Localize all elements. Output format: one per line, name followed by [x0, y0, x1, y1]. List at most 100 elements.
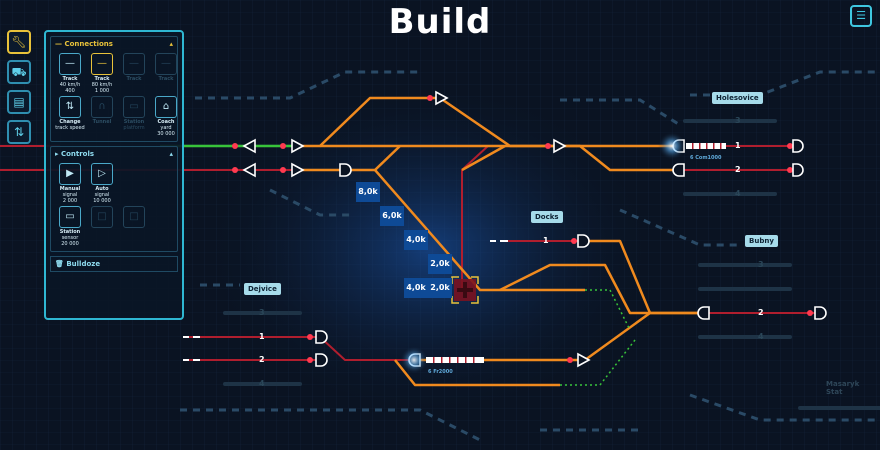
bulldoze-label: Bulldoze — [66, 260, 101, 268]
item-label: Station — [59, 229, 81, 235]
item-label: Track — [126, 76, 142, 82]
empty-slot — [119, 163, 149, 204]
sensor-icon: ▭ — [59, 206, 81, 228]
background-routes — [180, 70, 880, 442]
train-label-lower: 6 Fr2000 — [428, 369, 453, 375]
wrench-icon[interactable]: 🔧︎ — [7, 30, 31, 54]
train-lower[interactable] — [400, 346, 484, 374]
track-80-button[interactable]: — Track 80 km/h 1 000 — [87, 53, 117, 94]
item-price: 400 — [65, 88, 75, 94]
item-sub: sensor — [61, 235, 79, 241]
coach-yard-button[interactable]: ⌂ Coach yard 30 000 — [151, 96, 181, 137]
signal-icon — [577, 352, 591, 368]
locked-icon: □ — [91, 206, 113, 228]
track-number: 4 — [735, 189, 741, 198]
platform-icon: ▭ — [123, 96, 145, 118]
item-sub: 80 km/h — [91, 82, 113, 88]
triangle-signal-icon: ▷ — [91, 163, 113, 185]
item-sub: platform — [123, 125, 145, 131]
connections-section: — Connections ▴ — Track 40 km/h 400 — Tr… — [50, 36, 178, 142]
item-sub: signal — [94, 192, 110, 198]
station-label-masaryk[interactable]: Masaryk Stat — [826, 380, 860, 396]
track-icon: — — [91, 53, 113, 75]
orange-tracks — [300, 96, 700, 387]
station-platform-button[interactable]: ▭ Station platform — [119, 96, 149, 137]
track-number: 1 — [735, 141, 741, 150]
locked-control-button[interactable]: □ — [87, 206, 117, 247]
buffer-icon — [697, 306, 710, 320]
item-price: 1 000 — [94, 88, 110, 94]
item-label: Tunnel — [92, 119, 112, 125]
cost-tile: 4,0k — [404, 278, 428, 298]
connections-header[interactable]: — Connections ▴ — [55, 40, 173, 48]
item-price: 30 000 — [157, 131, 175, 137]
buffer-icon — [315, 330, 328, 344]
manual-signal-button[interactable]: ▶ Manual signal 2 000 — [55, 163, 85, 204]
track-locked-button[interactable]: — Track — [151, 53, 181, 94]
locked-icon: □ — [123, 206, 145, 228]
track-end-highlights — [232, 95, 813, 363]
signal-icon — [553, 138, 567, 154]
buffer-icon — [792, 139, 804, 153]
tunnel-button[interactable]: ∩ Tunnel — [87, 96, 117, 137]
train-upper[interactable] — [658, 132, 726, 160]
item-label: Track — [62, 76, 78, 82]
signal-icon — [435, 90, 449, 106]
tunnel-icon: ∩ — [91, 96, 113, 118]
item-label: Station — [123, 119, 145, 125]
controls-header[interactable]: ▸ Controls ▴ — [55, 150, 173, 158]
locked-control-button[interactable]: □ — [119, 206, 149, 247]
track-number: 3 — [259, 308, 265, 317]
item-price: 10 000 — [93, 198, 111, 204]
signal-icon — [291, 138, 305, 154]
play-signal-icon: ▶ — [59, 163, 81, 185]
item-label: Manual — [59, 186, 81, 192]
empty-slot — [151, 163, 181, 204]
track-icon: — — [59, 53, 81, 75]
buffer-icon — [339, 163, 352, 177]
cart-icon[interactable]: ⛟ — [7, 60, 31, 84]
empty-slot — [151, 206, 181, 247]
menu-list-icon[interactable]: ☰ — [850, 5, 872, 27]
item-label: Coach — [157, 119, 175, 125]
cost-tile: 2,0k — [428, 278, 452, 298]
buffer-icon — [792, 163, 804, 177]
track-icon: — — [123, 53, 145, 75]
signal-icon — [242, 162, 256, 178]
item-sub: track speed — [55, 125, 85, 131]
cost-tile: 2,0k — [428, 254, 452, 274]
buffer-icon — [577, 234, 590, 248]
track-icon: — — [155, 53, 177, 75]
build-cursor[interactable] — [451, 276, 479, 304]
item-label: Change — [59, 119, 81, 125]
yard-icon: ⌂ — [155, 96, 177, 118]
book-icon[interactable]: ▤ — [7, 90, 31, 114]
track-number: 2 — [758, 308, 764, 317]
build-panel: — Connections ▴ — Track 40 km/h 400 — Tr… — [44, 30, 184, 320]
station-label-dejvice[interactable]: Dejvice — [244, 283, 281, 295]
station-sensor-button[interactable]: ▭ Station sensor 20 000 — [55, 206, 85, 247]
change-speed-button[interactable]: ⇅ Change track speed — [55, 96, 85, 137]
track-number: 2 — [735, 165, 741, 174]
track-number: 1 — [543, 236, 549, 245]
auto-signal-button[interactable]: ▷ Auto signal 10 000 — [87, 163, 117, 204]
station-label-holesovice[interactable]: Holesovice — [712, 92, 763, 104]
station-label-bubny[interactable]: Bubny — [745, 235, 778, 247]
track-number: 2 — [259, 355, 265, 364]
cost-tile: 6,0k — [380, 206, 404, 226]
toggle-icon[interactable]: ⇅ — [7, 120, 31, 144]
trash-icon: 🗑︎ — [55, 260, 64, 268]
signal-icon — [242, 138, 256, 154]
category-toolbar: 🔧︎ ⛟ ▤ ⇅ — [7, 30, 31, 150]
signals[interactable] — [242, 90, 591, 368]
station-label-docks[interactable]: Docks — [531, 211, 563, 223]
track-number: 4 — [758, 332, 764, 341]
track-stubs — [183, 240, 508, 361]
controls-section: ▸ Controls ▴ ▶ Manual signal 2 000 ▷ Aut… — [50, 146, 178, 252]
track-number: 3 — [735, 116, 741, 125]
bulldoze-button[interactable]: 🗑︎ Bulldoze — [50, 256, 178, 272]
track-locked-button[interactable]: — Track — [119, 53, 149, 94]
arrows-updown-icon: ⇅ — [59, 96, 81, 118]
track-40-button[interactable]: — Track 40 km/h 400 — [55, 53, 85, 94]
item-price: 2 000 — [62, 198, 78, 204]
